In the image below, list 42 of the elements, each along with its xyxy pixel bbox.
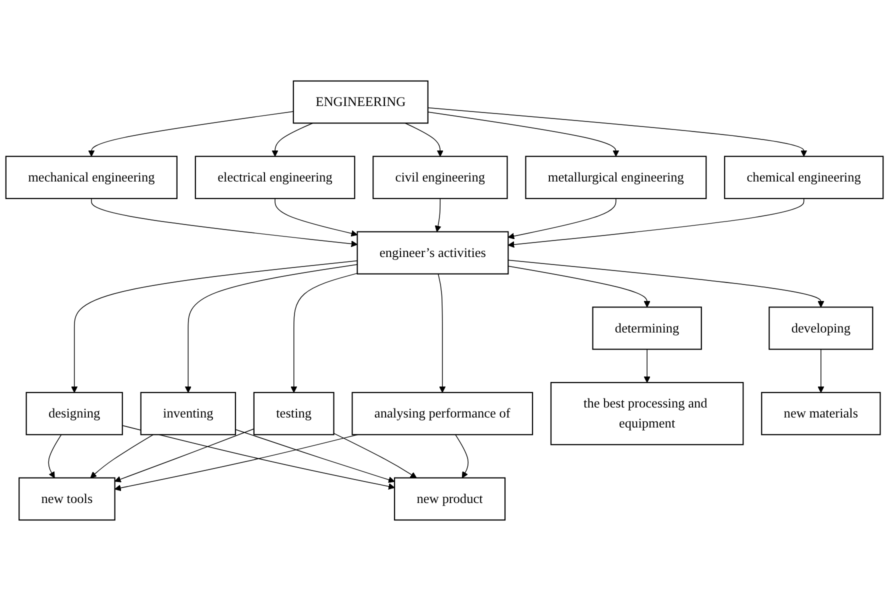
arrow xyxy=(114,428,254,482)
node-box: inventing xyxy=(140,392,236,436)
arrow xyxy=(508,266,650,308)
arrow xyxy=(644,348,650,383)
arrow xyxy=(818,348,824,393)
node-box: mechanical engineering xyxy=(5,156,178,200)
node-box: analysing performance of xyxy=(352,392,534,436)
node-box: determining xyxy=(592,306,702,350)
arrow xyxy=(90,434,154,478)
arrow xyxy=(428,112,620,157)
node-box: designing xyxy=(26,392,123,436)
arrow xyxy=(455,434,469,478)
arrow xyxy=(235,429,395,483)
arrow xyxy=(71,260,358,393)
arrow xyxy=(508,198,616,240)
arrow xyxy=(428,107,808,157)
node-box: engineer’s activities xyxy=(356,231,509,274)
arrow xyxy=(333,432,417,478)
node-box: chemical engineering xyxy=(724,156,884,200)
node-box: new product xyxy=(394,477,506,521)
arrow xyxy=(184,264,358,393)
node-box: electrical engineering xyxy=(194,156,356,200)
node-box: developing xyxy=(768,306,874,350)
arrow xyxy=(122,425,395,490)
arrow xyxy=(91,198,358,248)
arrow xyxy=(438,274,446,393)
node-box: ENGINEERING xyxy=(292,80,428,124)
node-box: testing xyxy=(253,392,334,436)
arrow xyxy=(290,272,358,393)
arrow xyxy=(48,434,62,478)
arrow xyxy=(274,198,358,237)
node-box: civil engineering xyxy=(372,156,508,200)
arrow xyxy=(88,111,294,157)
arrow xyxy=(434,198,442,232)
node-box: the best processing and equipment xyxy=(550,382,744,446)
arrow xyxy=(508,198,804,248)
arrow xyxy=(272,122,314,157)
node-box: metallurgical engineering xyxy=(525,156,707,200)
arrow xyxy=(508,260,824,308)
node-box: new tools xyxy=(18,477,116,521)
arrow xyxy=(404,122,444,157)
node-box: new materials xyxy=(761,392,881,436)
